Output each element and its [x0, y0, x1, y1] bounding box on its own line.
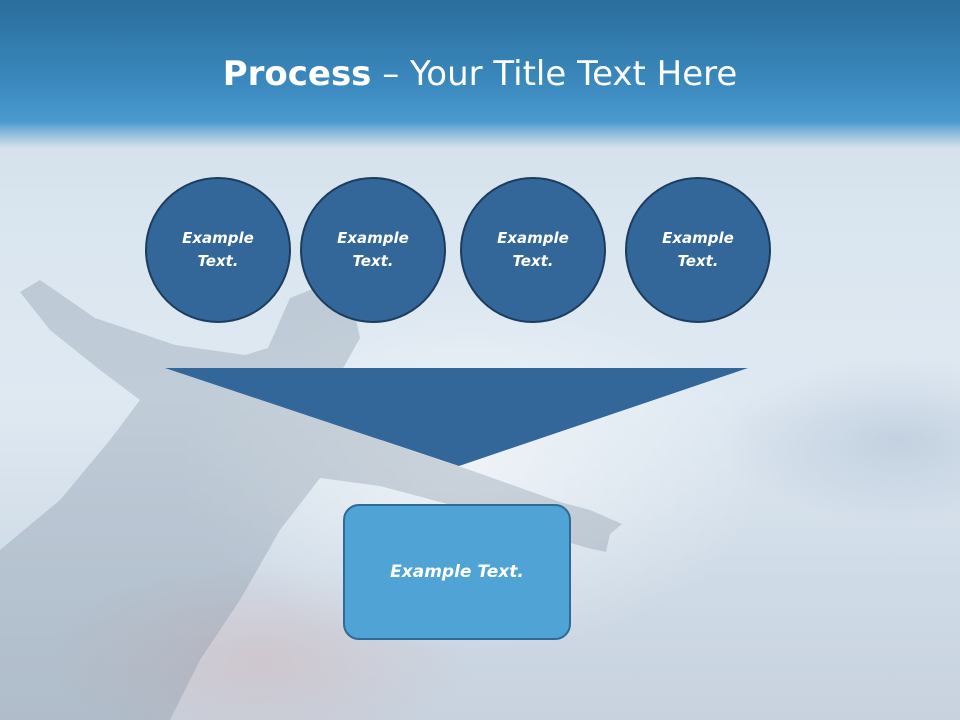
process-step-line1: Example — [337, 229, 409, 247]
process-step-line2: Text. — [677, 252, 719, 270]
process-step-line2: Text. — [512, 252, 554, 270]
process-step-line1: Example — [497, 229, 569, 247]
process-step-label: Example Text. — [485, 227, 581, 273]
title-bold-part: Process — [222, 54, 372, 94]
process-step-line1: Example — [182, 229, 254, 247]
process-step-line2: Text. — [352, 252, 394, 270]
result-text: Example Text. — [390, 562, 524, 582]
process-step-label: Example Text. — [170, 227, 266, 273]
process-step-label: Example Text. — [650, 227, 746, 273]
funnel-arrow-shape[interactable] — [165, 368, 748, 466]
process-step-3[interactable]: Example Text. — [460, 177, 606, 323]
process-step-label: Example Text. — [325, 227, 421, 273]
process-step-2[interactable]: Example Text. — [300, 177, 446, 323]
title-regular-part: – Your Title Text Here — [371, 54, 738, 94]
title-bar: Process – Your Title Text Here — [0, 0, 960, 148]
slide-title: Process – Your Title Text Here — [0, 52, 960, 96]
result-box[interactable]: Example Text. — [343, 504, 571, 640]
process-step-line2: Text. — [197, 252, 239, 270]
process-step-line1: Example — [662, 229, 734, 247]
process-step-1[interactable]: Example Text. — [145, 177, 291, 323]
process-step-4[interactable]: Example Text. — [625, 177, 771, 323]
